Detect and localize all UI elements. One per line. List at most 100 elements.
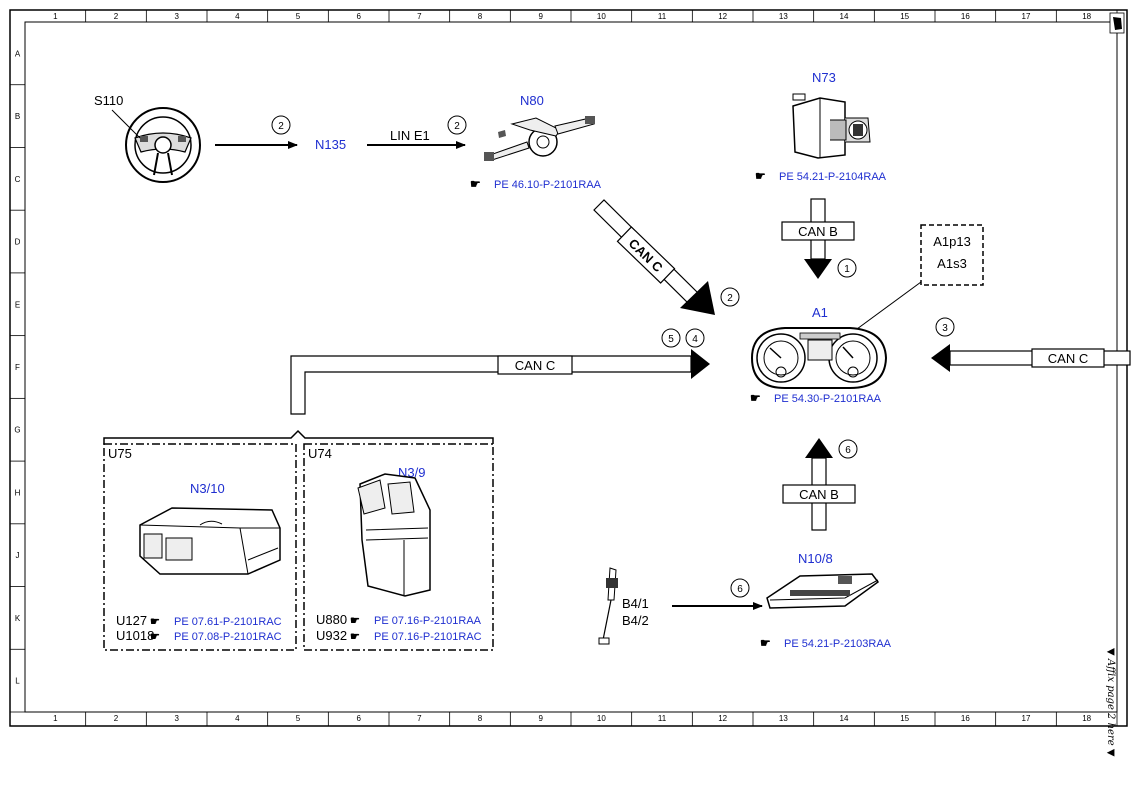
label-a1: A1 — [812, 305, 828, 320]
label-can-c-left: CAN C — [515, 358, 555, 373]
reference-hand-icon: ☛ — [350, 615, 360, 627]
label-n135: N135 — [315, 137, 346, 152]
label-can-c-right: CAN C — [1048, 351, 1088, 366]
a1p13-a1s3-box: A1p13 A1s3 — [920, 224, 984, 286]
circle-badge: 3 — [935, 317, 955, 337]
u74-box: U74 N3/9 U880 ☛ PE 07.16-P-2101RAA U932 … — [303, 443, 494, 651]
corner-logo-icon — [1109, 12, 1125, 34]
reference-n73: ☛ PE 54.21-P-2104RAA — [755, 169, 887, 183]
reference-hand-icon: ☛ — [760, 636, 771, 650]
grid-column-label: 18 — [1082, 12, 1091, 21]
label-can-b-top: CAN B — [798, 224, 838, 239]
svg-text:PE 54.30-P-2101RAA: PE 54.30-P-2101RAA — [774, 393, 882, 405]
grid-column-label: 3 — [174, 714, 179, 723]
grid-column-label: 8 — [478, 714, 483, 723]
label-can-b-bottom: CAN B — [799, 487, 839, 502]
label-n80: N80 — [520, 93, 544, 108]
grid-column-label: 14 — [840, 12, 849, 21]
circle-badge: 4 — [685, 328, 705, 348]
label-a1s3: A1s3 — [937, 256, 967, 271]
svg-text:4: 4 — [692, 334, 698, 345]
bus-can-c-diagonal: CAN C — [593, 199, 715, 315]
grid-column-label: 7 — [417, 12, 422, 21]
grid-row-label: F — [15, 363, 20, 372]
svg-text:PE 54.21-P-2103RAA: PE 54.21-P-2103RAA — [784, 638, 892, 650]
grid-column-label: 9 — [538, 714, 543, 723]
svg-text:3: 3 — [942, 323, 948, 334]
svg-text:5: 5 — [668, 334, 674, 345]
grid-row-label: E — [15, 300, 20, 309]
svg-text:1: 1 — [844, 264, 850, 275]
reference-hand-icon: ☛ — [150, 616, 160, 628]
circle-badge: 2 — [720, 287, 740, 307]
u75-box: U75 N3/10 U127 ☛ PE 07.61-P-2101RAC U101… — [103, 443, 297, 651]
grid-column-label: 6 — [356, 12, 361, 21]
side-note: ▼ Affix page 2 here ▼ — [1105, 648, 1116, 757]
label-b4-1: B4/1 — [622, 596, 649, 611]
svg-text:2: 2 — [454, 121, 460, 132]
circle-badge: 2 — [447, 115, 467, 135]
label-n10-8: N10/8 — [798, 551, 833, 566]
grid-row-label: B — [15, 112, 20, 121]
grid-column-label: 11 — [658, 714, 667, 723]
steering-wheel-icon — [125, 107, 201, 183]
grid-row-label: K — [15, 614, 21, 623]
svg-text:6: 6 — [737, 584, 743, 595]
drawing-frame: 1122334455667788991010111112121313141415… — [9, 9, 1128, 727]
circle-badge: 6 — [730, 578, 750, 598]
grid-row-label: H — [15, 488, 21, 497]
grid-column-label: 3 — [174, 12, 179, 21]
bus-can-b-bottom: CAN B — [782, 438, 856, 531]
svg-text:2: 2 — [278, 121, 284, 132]
grid-column-label: 16 — [961, 714, 970, 723]
grid-column-ticks: 1122334455667788991010111112121313141415… — [53, 10, 1118, 726]
reference-u1018: PE 07.08-P-2101RAC — [174, 631, 282, 643]
label-lin-e1: LIN E1 — [390, 128, 430, 143]
reference-hand-icon: ☛ — [470, 177, 481, 191]
reference-u127: PE 07.61-P-2101RAC — [174, 616, 282, 628]
reference-a1: ☛ PE 54.30-P-2101RAA — [750, 391, 882, 405]
grid-column-label: 17 — [1022, 714, 1031, 723]
grid-column-label: 1 — [53, 12, 58, 21]
grid-row-label: J — [16, 551, 20, 560]
circle-badge: 6 — [838, 439, 858, 459]
reference-u932: PE 07.16-P-2101RAC — [374, 631, 482, 643]
grid-column-label: 15 — [900, 714, 909, 723]
steering-column-module-icon — [484, 116, 595, 161]
ignition-switch-icon — [792, 93, 871, 159]
reference-n80: ☛ PE 46.10-P-2101RAA — [470, 177, 602, 191]
reference-hand-icon: ☛ — [750, 391, 761, 405]
grid-column-label: 2 — [114, 714, 119, 723]
grid-column-label: 13 — [779, 12, 788, 21]
grid-column-label: 17 — [1022, 12, 1031, 21]
grid-column-label: 12 — [718, 12, 727, 21]
grid-column-label: 2 — [114, 12, 119, 21]
grid-column-label: 7 — [417, 714, 422, 723]
grid-column-label: 5 — [296, 714, 301, 723]
label-n3-10: N3/10 — [190, 481, 225, 496]
code-u1018: U1018 — [116, 628, 154, 643]
grid-column-label: 11 — [658, 12, 667, 21]
label-n73: N73 — [812, 70, 836, 85]
instrument-cluster-icon — [750, 327, 888, 389]
circle-badge: 2 — [271, 115, 291, 135]
label-u74: U74 — [308, 446, 332, 461]
grid-column-label: 9 — [538, 12, 543, 21]
s110-leader — [111, 109, 141, 139]
reference-u880: PE 07.16-P-2101RAA — [374, 615, 482, 627]
bus-can-c-left: CAN C — [290, 349, 710, 415]
control-module-n10-8-icon — [766, 573, 880, 609]
reference-hand-icon: ☛ — [755, 169, 766, 183]
grid-row-label: D — [15, 238, 21, 247]
reference-n10-8: ☛ PE 54.21-P-2103RAA — [760, 636, 892, 650]
grid-column-label: 16 — [961, 12, 970, 21]
grid-column-label: 14 — [840, 714, 849, 723]
grid-column-label: 1 — [53, 714, 58, 723]
label-a1p13: A1p13 — [933, 234, 971, 249]
reference-hand-icon: ☛ — [150, 631, 160, 643]
code-u932: U932 — [316, 628, 347, 643]
grid-column-label: 10 — [597, 714, 606, 723]
grid-column-label: 6 — [356, 714, 361, 723]
